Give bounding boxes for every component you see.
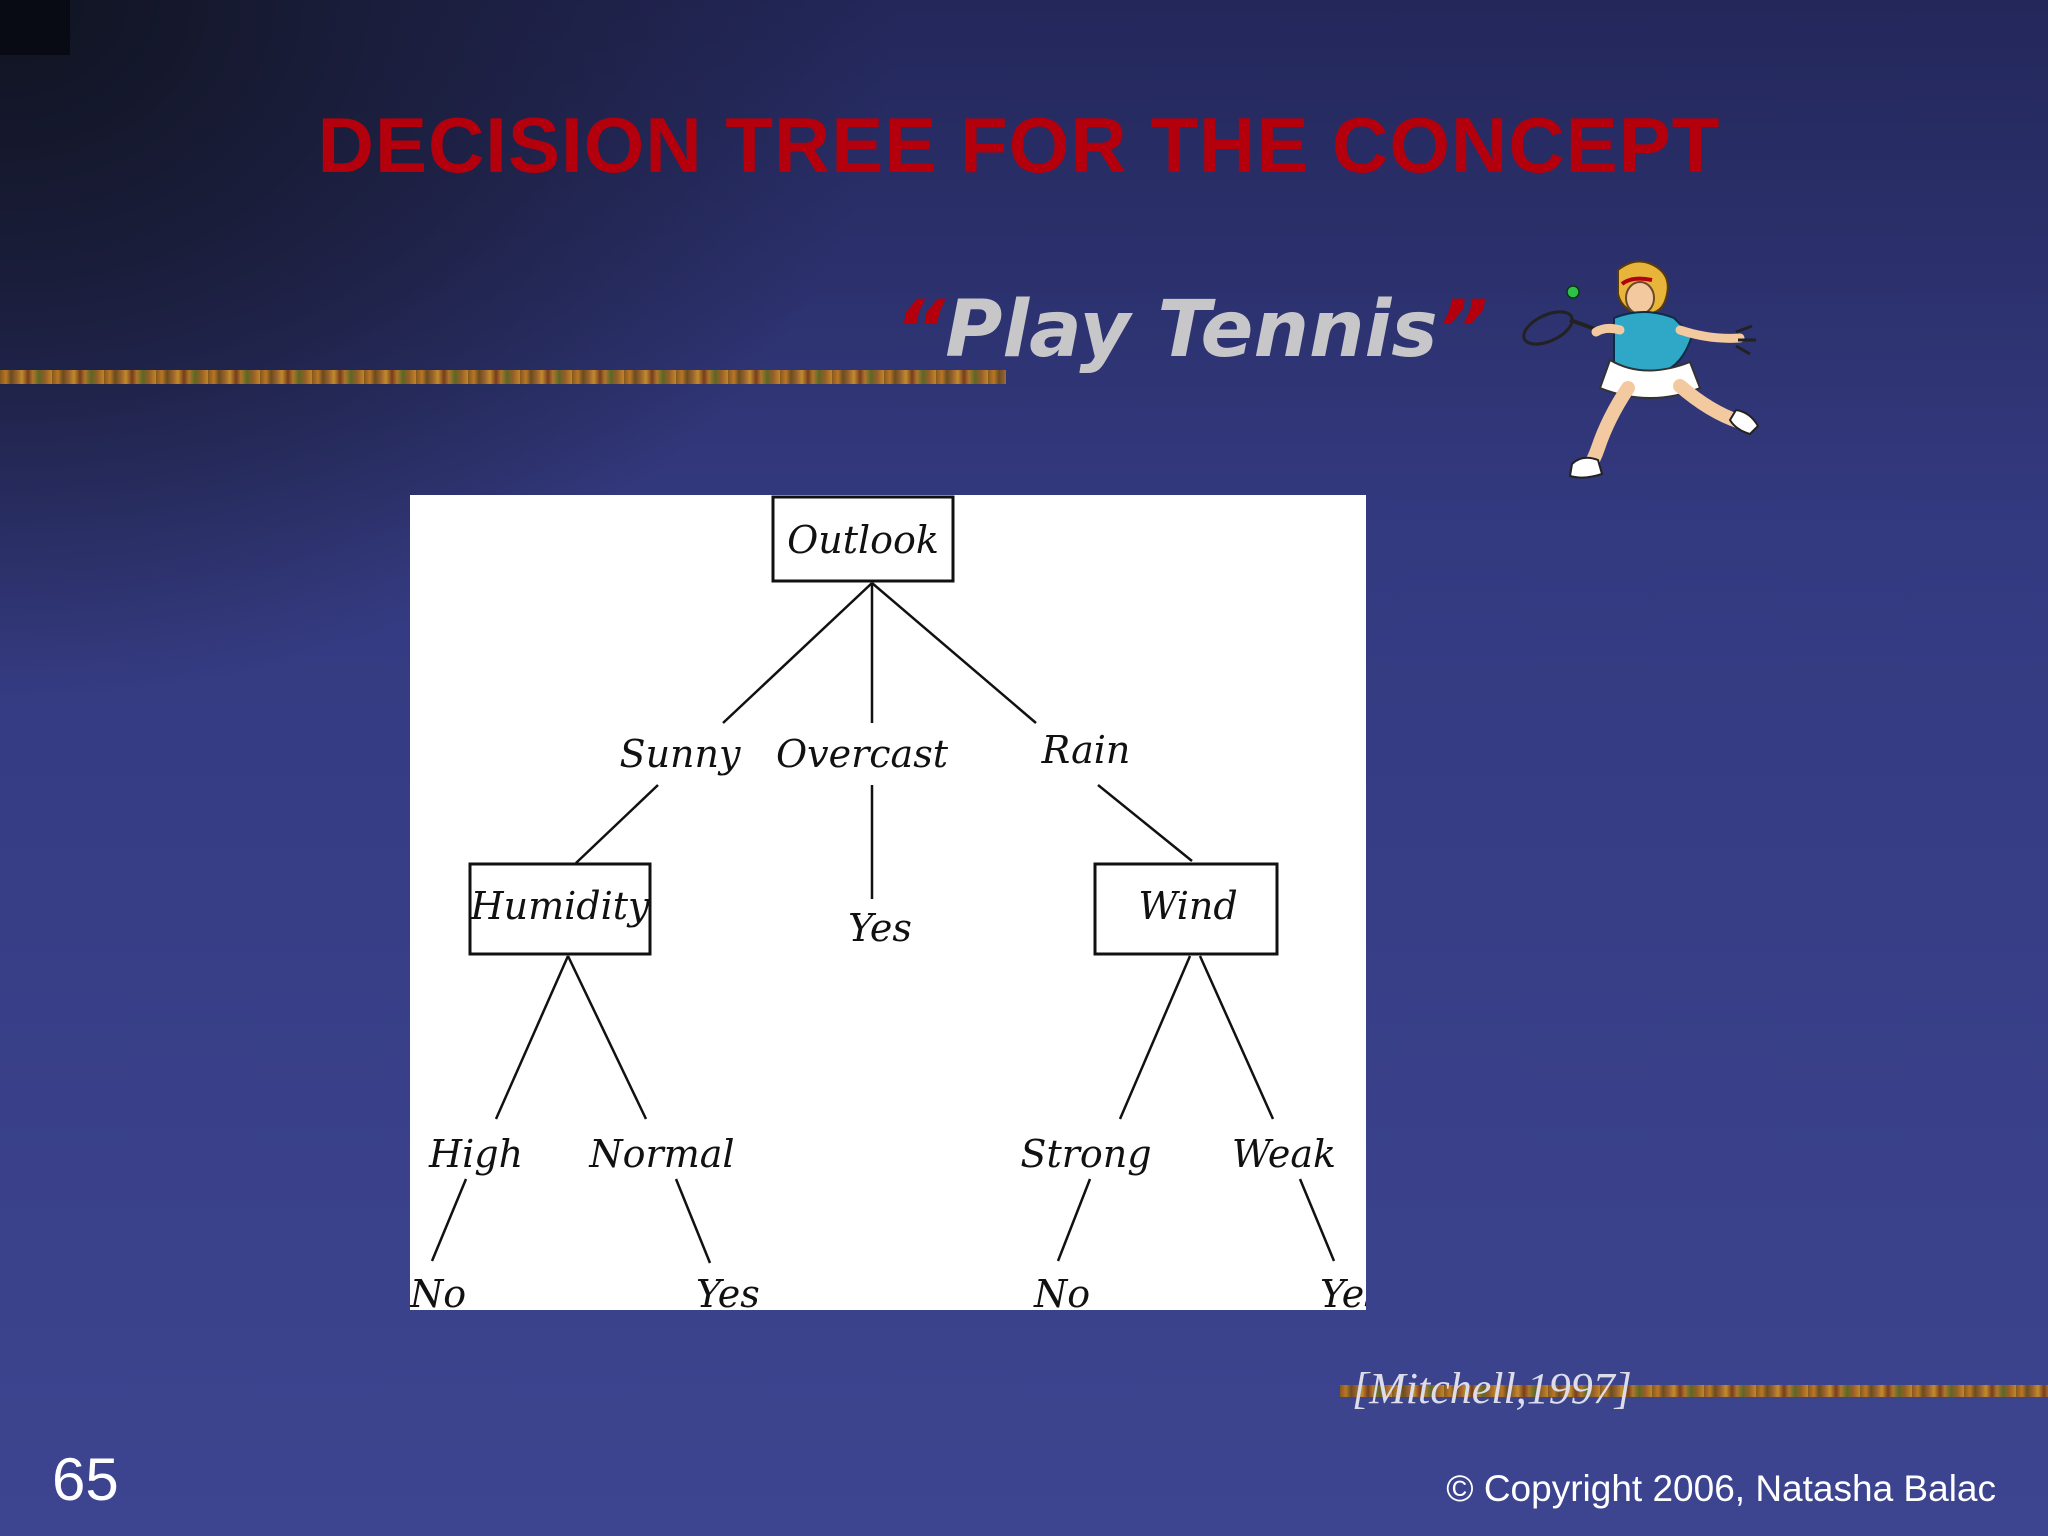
decision-tree-diagram: Outlook Sunny Overcast Rain Humidity Yes… bbox=[410, 495, 1366, 1310]
edge-humidity-high bbox=[494, 955, 570, 1120]
tennis-player-clipart-icon bbox=[1522, 260, 1760, 479]
edge-outlook-rain bbox=[871, 582, 1037, 724]
slide-title: DECISION TREE FOR THE CONCEPT bbox=[317, 101, 1721, 189]
branch-strong: Strong bbox=[1020, 1132, 1151, 1176]
edge-weak-yes bbox=[1298, 1178, 1336, 1262]
edge-wind-weak bbox=[1198, 955, 1275, 1120]
node-box-wind bbox=[1093, 862, 1279, 956]
slide-subtitle: “Play Tennis” bbox=[895, 285, 1488, 375]
branch-rain: Rain bbox=[1041, 728, 1131, 772]
citation: [Mitchell,1997] bbox=[1352, 1364, 1632, 1413]
node-outlook: Outlook bbox=[787, 518, 939, 562]
leaf-overcast-yes: Yes bbox=[848, 906, 912, 950]
node-wind: Wind bbox=[1138, 884, 1237, 928]
decorative-band-bottom bbox=[1340, 1385, 2048, 1397]
page-number: 65 bbox=[52, 1446, 119, 1513]
leaf-normal-yes: Yes bbox=[696, 1272, 760, 1310]
edge-sunny-humidity bbox=[575, 784, 659, 864]
branch-overcast: Overcast bbox=[776, 732, 949, 776]
copyright-notice: © Copyright 2006, Natasha Balac bbox=[1446, 1468, 1996, 1509]
edge-wind-strong bbox=[1118, 955, 1192, 1120]
branch-weak: Weak bbox=[1232, 1132, 1336, 1176]
edge-normal-yes bbox=[674, 1178, 712, 1264]
branch-sunny: Sunny bbox=[620, 732, 741, 776]
edge-humidity-normal bbox=[566, 955, 648, 1120]
edge-rain-wind bbox=[1097, 784, 1193, 862]
leaf-weak-yes: Yes bbox=[1320, 1272, 1366, 1310]
node-box-humidity bbox=[468, 862, 652, 956]
edge-outlook-sunny bbox=[722, 582, 873, 724]
edge-high-no bbox=[430, 1178, 468, 1262]
decorative-band-top bbox=[0, 370, 1006, 384]
subtitle-close-quote: ” bbox=[1437, 285, 1488, 375]
subtitle-open-quote: “ bbox=[895, 285, 946, 375]
corner-shade bbox=[0, 0, 70, 55]
branch-normal: Normal bbox=[588, 1132, 734, 1176]
leaf-strong-no: No bbox=[1033, 1272, 1090, 1310]
branch-high: High bbox=[428, 1132, 523, 1176]
leaf-high-no: No bbox=[410, 1272, 466, 1310]
subtitle-text: Play Tennis bbox=[945, 285, 1438, 375]
node-humidity: Humidity bbox=[469, 884, 650, 928]
node-box-outlook bbox=[771, 495, 955, 583]
edge-strong-no bbox=[1056, 1178, 1092, 1262]
